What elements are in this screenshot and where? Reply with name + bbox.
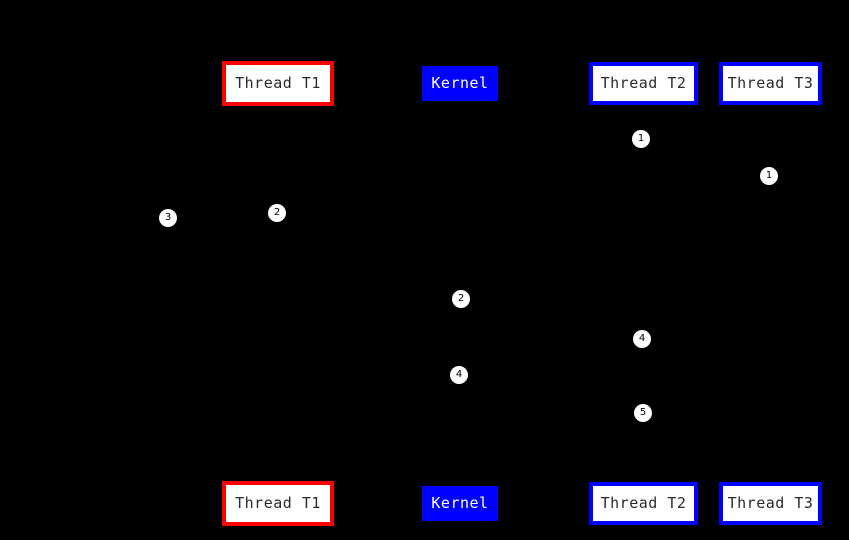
sequence-marker-number: 5 (639, 407, 647, 418)
participant-label: Thread T1 (235, 494, 321, 512)
sequence-marker-number: 4 (638, 333, 646, 344)
sequence-marker: 5 (634, 404, 652, 422)
participant-thread-t1-foot[interactable]: Thread T1 (222, 481, 334, 526)
participant-label: Thread T1 (235, 74, 321, 92)
sequence-marker-number: 1 (637, 133, 645, 144)
sequence-marker-number: 3 (164, 212, 172, 223)
participant-thread-t2-head[interactable]: Thread T2 (589, 62, 698, 105)
lifeline-thread-t3 (770, 105, 771, 482)
lifeline-thread-t1 (278, 106, 279, 481)
sequence-marker-number: 1 (765, 170, 773, 181)
sequence-marker: 1 (632, 130, 650, 148)
participant-thread-t1-head[interactable]: Thread T1 (222, 61, 334, 106)
participant-label: Thread T2 (600, 494, 687, 512)
participant-thread-t3-head[interactable]: Thread T3 (719, 62, 822, 105)
participant-thread-t3-foot[interactable]: Thread T3 (719, 482, 822, 525)
sequence-marker-number: 2 (457, 293, 465, 304)
sequence-marker-number: 4 (455, 369, 463, 380)
lifeline-thread-t2 (643, 105, 644, 482)
participant-label: Kernel (431, 494, 489, 512)
participant-thread-t2-foot[interactable]: Thread T2 (589, 482, 698, 525)
participant-label: Kernel (431, 74, 489, 92)
sequence-marker: 4 (450, 366, 468, 384)
participant-kernel-head[interactable]: Kernel (422, 66, 498, 101)
sequence-marker: 1 (760, 167, 778, 185)
sequence-marker-number: 2 (273, 207, 281, 218)
sequence-marker: 2 (268, 204, 286, 222)
participant-label: Thread T2 (600, 74, 687, 92)
participant-kernel-foot[interactable]: Kernel (422, 486, 498, 521)
sequence-marker: 3 (159, 209, 177, 227)
participant-label: Thread T3 (727, 494, 814, 512)
sequence-marker: 2 (452, 290, 470, 308)
sequence-marker: 4 (633, 330, 651, 348)
participant-label: Thread T3 (727, 74, 814, 92)
